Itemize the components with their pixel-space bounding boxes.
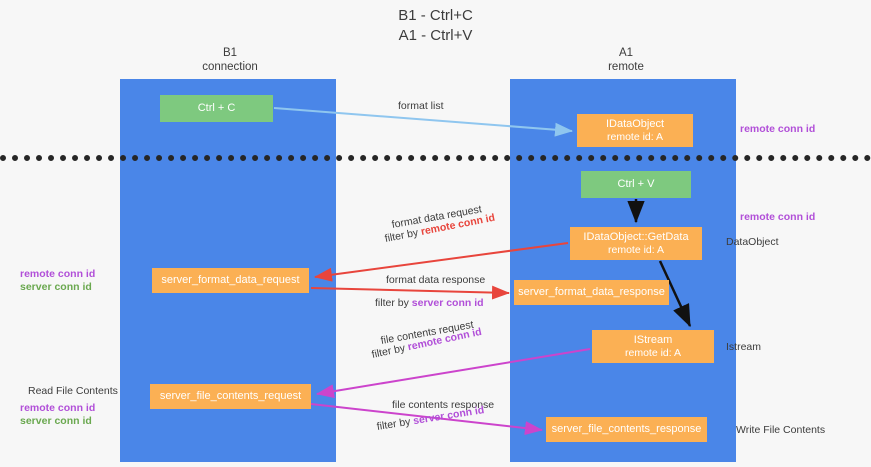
lane-header-a1-name: A1: [618, 47, 634, 59]
phase-divider: [0, 155, 871, 161]
filter-key-server-conn-id: server conn id: [411, 297, 484, 309]
node-istream-sublabel: remote id: A: [624, 346, 682, 359]
lane-header-a1: A1 remote: [512, 46, 740, 74]
node-idataobject-label: IDataObject: [605, 117, 665, 130]
arrow-getdata-to-istream: [658, 260, 692, 328]
node-getdata-label: IDataObject::GetData: [583, 230, 689, 243]
node-ctrl-v-label: Ctrl + V: [617, 178, 655, 190]
node-file-contents-request-label: server_file_contents_request: [159, 390, 302, 402]
annotation-server-conn-id: server conn id: [20, 415, 92, 427]
edge-label-file-contents-response: file contents response: [392, 399, 495, 411]
node-ctrl-c-label: Ctrl + C: [197, 102, 236, 114]
filter-prefix: filter by: [375, 297, 412, 309]
node-ctrl-c[interactable]: Ctrl + C: [160, 95, 273, 122]
annotation-text: Read File Contents: [28, 385, 118, 397]
annotation-server-conn-id: server conn id: [20, 281, 92, 293]
page-title: B1 - Ctrl+C A1 - Ctrl+V: [0, 6, 871, 46]
lane-header-b1: B1 connection: [130, 46, 330, 74]
annotation-right-dataobject: DataObject: [726, 236, 779, 249]
node-server-format-data-response[interactable]: server_format_data_response: [514, 280, 669, 305]
title-line-2: A1 - Ctrl+V: [398, 27, 473, 44]
node-idataobject-getdata[interactable]: IDataObject::GetData remote id: A: [570, 227, 702, 260]
lane-header-b1-name: B1: [222, 47, 238, 59]
annotation-left-read-file-contents: Read File Contents: [28, 385, 118, 398]
annotation-left-conn-ids: remote conn id server conn id: [20, 268, 95, 294]
annotation-right-remote-conn-id-top: remote conn id: [740, 123, 815, 136]
node-idataobject[interactable]: IDataObject remote id: A: [577, 114, 693, 147]
node-istream[interactable]: IStream remote id: A: [592, 330, 714, 363]
annotation-text: DataObject: [726, 236, 779, 248]
annotation-text: remote conn id: [740, 211, 816, 223]
arrow-file-contents-request: [316, 348, 591, 399]
node-idataobject-sublabel: remote id: A: [606, 130, 664, 143]
node-ctrl-v[interactable]: Ctrl + V: [581, 171, 691, 198]
arrow-format-data-response: [310, 285, 510, 300]
arrow-format-data-request: [314, 242, 569, 282]
node-getdata-sublabel: remote id: A: [607, 243, 665, 256]
annotation-left-conn-ids-2: remote conn id server conn id: [20, 402, 95, 428]
arrow-file-contents-response: [310, 403, 543, 436]
annotation-text: Istream: [726, 341, 762, 353]
annotation-text: Write File Contents: [736, 424, 826, 436]
node-format-data-response-label: server_format_data_response: [518, 286, 665, 298]
node-server-file-contents-request[interactable]: server_file_contents_request: [150, 384, 311, 409]
node-istream-label: IStream: [633, 333, 673, 346]
annotation-remote-conn-id: remote conn id: [20, 268, 96, 280]
node-server-format-data-request[interactable]: server_format_data_request: [152, 268, 309, 293]
lane-header-b1-subtitle: connection: [202, 61, 258, 73]
node-file-contents-response-label: server_file_contents_response: [551, 423, 702, 435]
edge-label-format-data-response: format data response: [386, 274, 486, 286]
annotation-text: remote conn id: [740, 123, 816, 135]
arrow-format-list: [273, 107, 573, 137]
lane-header-a1-subtitle: remote: [608, 61, 644, 73]
edge-label-format-data-response-filter: filter by server conn id: [375, 297, 484, 310]
annotation-right-istream: Istream: [726, 341, 761, 354]
annotation-right-write-file-contents: Write File Contents: [736, 424, 825, 437]
title-line-1: B1 - Ctrl+C: [398, 7, 473, 24]
edge-label-format-list: format list: [398, 100, 444, 112]
node-server-file-contents-response[interactable]: server_file_contents_response: [546, 417, 707, 442]
annotation-right-remote-conn-id-mid: remote conn id: [740, 211, 815, 224]
node-format-data-request-label: server_format_data_request: [161, 274, 300, 286]
annotation-remote-conn-id: remote conn id: [20, 402, 96, 414]
